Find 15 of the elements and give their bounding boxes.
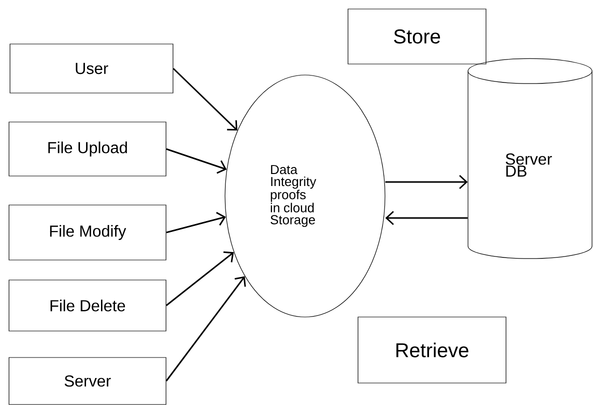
arrow (166, 212, 226, 234)
process-box: File Upload (8, 122, 166, 176)
process-box: File Delete (8, 280, 166, 332)
arrow (385, 174, 468, 190)
arrow (166, 251, 234, 306)
database-cylinder: Server DB (468, 58, 592, 259)
arrow (166, 148, 227, 174)
arrow (385, 210, 468, 226)
label-box: Store (348, 8, 486, 64)
process-box: File Modify (8, 204, 166, 260)
process-box: Server (8, 357, 166, 405)
label-box: Retrieve (358, 316, 506, 384)
arrow (166, 276, 246, 382)
process-box: User (10, 44, 174, 94)
arrow (172, 68, 238, 131)
